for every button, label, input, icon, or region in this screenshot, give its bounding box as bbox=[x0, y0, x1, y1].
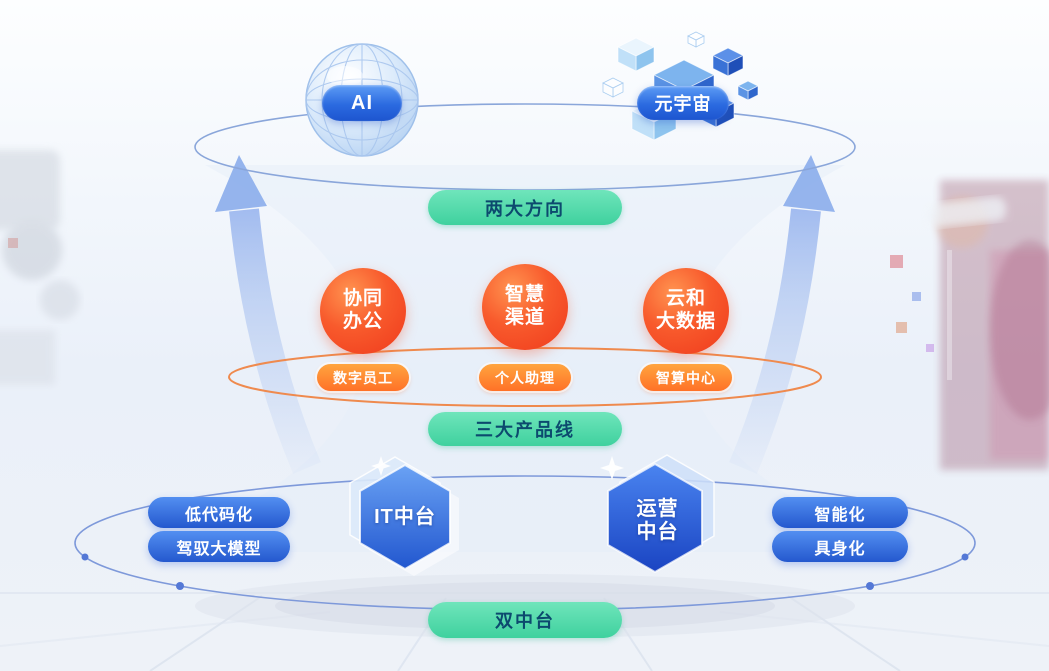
hourglass-wash bbox=[150, 165, 900, 552]
circle-line: 大数据 bbox=[655, 311, 716, 332]
metaverse-badge: 元宇宙 bbox=[637, 86, 729, 120]
hex-ops-line: 中台 bbox=[636, 521, 679, 543]
pill-low-code: 低代码化 bbox=[148, 497, 290, 528]
band-two-directions: 两大方向 bbox=[428, 190, 622, 225]
sparkle-icon bbox=[371, 456, 391, 476]
band-three-product-lines: 三大产品线 bbox=[428, 412, 622, 446]
circle-line: 协同 bbox=[342, 288, 383, 310]
ai-badge: AI bbox=[322, 85, 402, 121]
pill-harness-large-models: 驾驭大模型 bbox=[148, 531, 290, 562]
hex-it-label: IT中台 bbox=[374, 506, 436, 528]
up-arrow-right bbox=[729, 155, 835, 474]
vr-person-decor bbox=[890, 180, 1049, 470]
circle-line: 云和 bbox=[665, 288, 706, 310]
chip-personal-assistant: 个人助理 bbox=[479, 364, 571, 391]
circle-line: 智慧 bbox=[504, 284, 545, 306]
chip-digital-employee: 数字员工 bbox=[317, 364, 409, 391]
sparkle-icon bbox=[600, 456, 624, 480]
product-circle-cloud-bigdata: 云和 大数据 bbox=[643, 268, 729, 354]
left-photo-decor bbox=[0, 150, 80, 385]
hex-ops-platform: 运营 中台 bbox=[590, 450, 725, 592]
up-arrow-left bbox=[215, 155, 321, 474]
pill-embodied: 具身化 bbox=[772, 531, 908, 562]
chip-intelligent-computing-center: 智算中心 bbox=[640, 364, 732, 391]
pill-intelligent: 智能化 bbox=[772, 497, 908, 528]
product-circle-collaborative-office: 协同 办公 bbox=[320, 268, 406, 354]
hex-ops-line: 运营 bbox=[636, 498, 679, 520]
hex-it-platform: IT中台 bbox=[340, 450, 470, 585]
band-dual-platform: 双中台 bbox=[428, 602, 622, 638]
hex-ops-label: 运营 中台 bbox=[590, 450, 725, 592]
circle-line: 渠道 bbox=[504, 307, 545, 328]
product-circle-smart-channel: 智慧 渠道 bbox=[482, 264, 568, 350]
circle-line: 办公 bbox=[342, 311, 383, 332]
